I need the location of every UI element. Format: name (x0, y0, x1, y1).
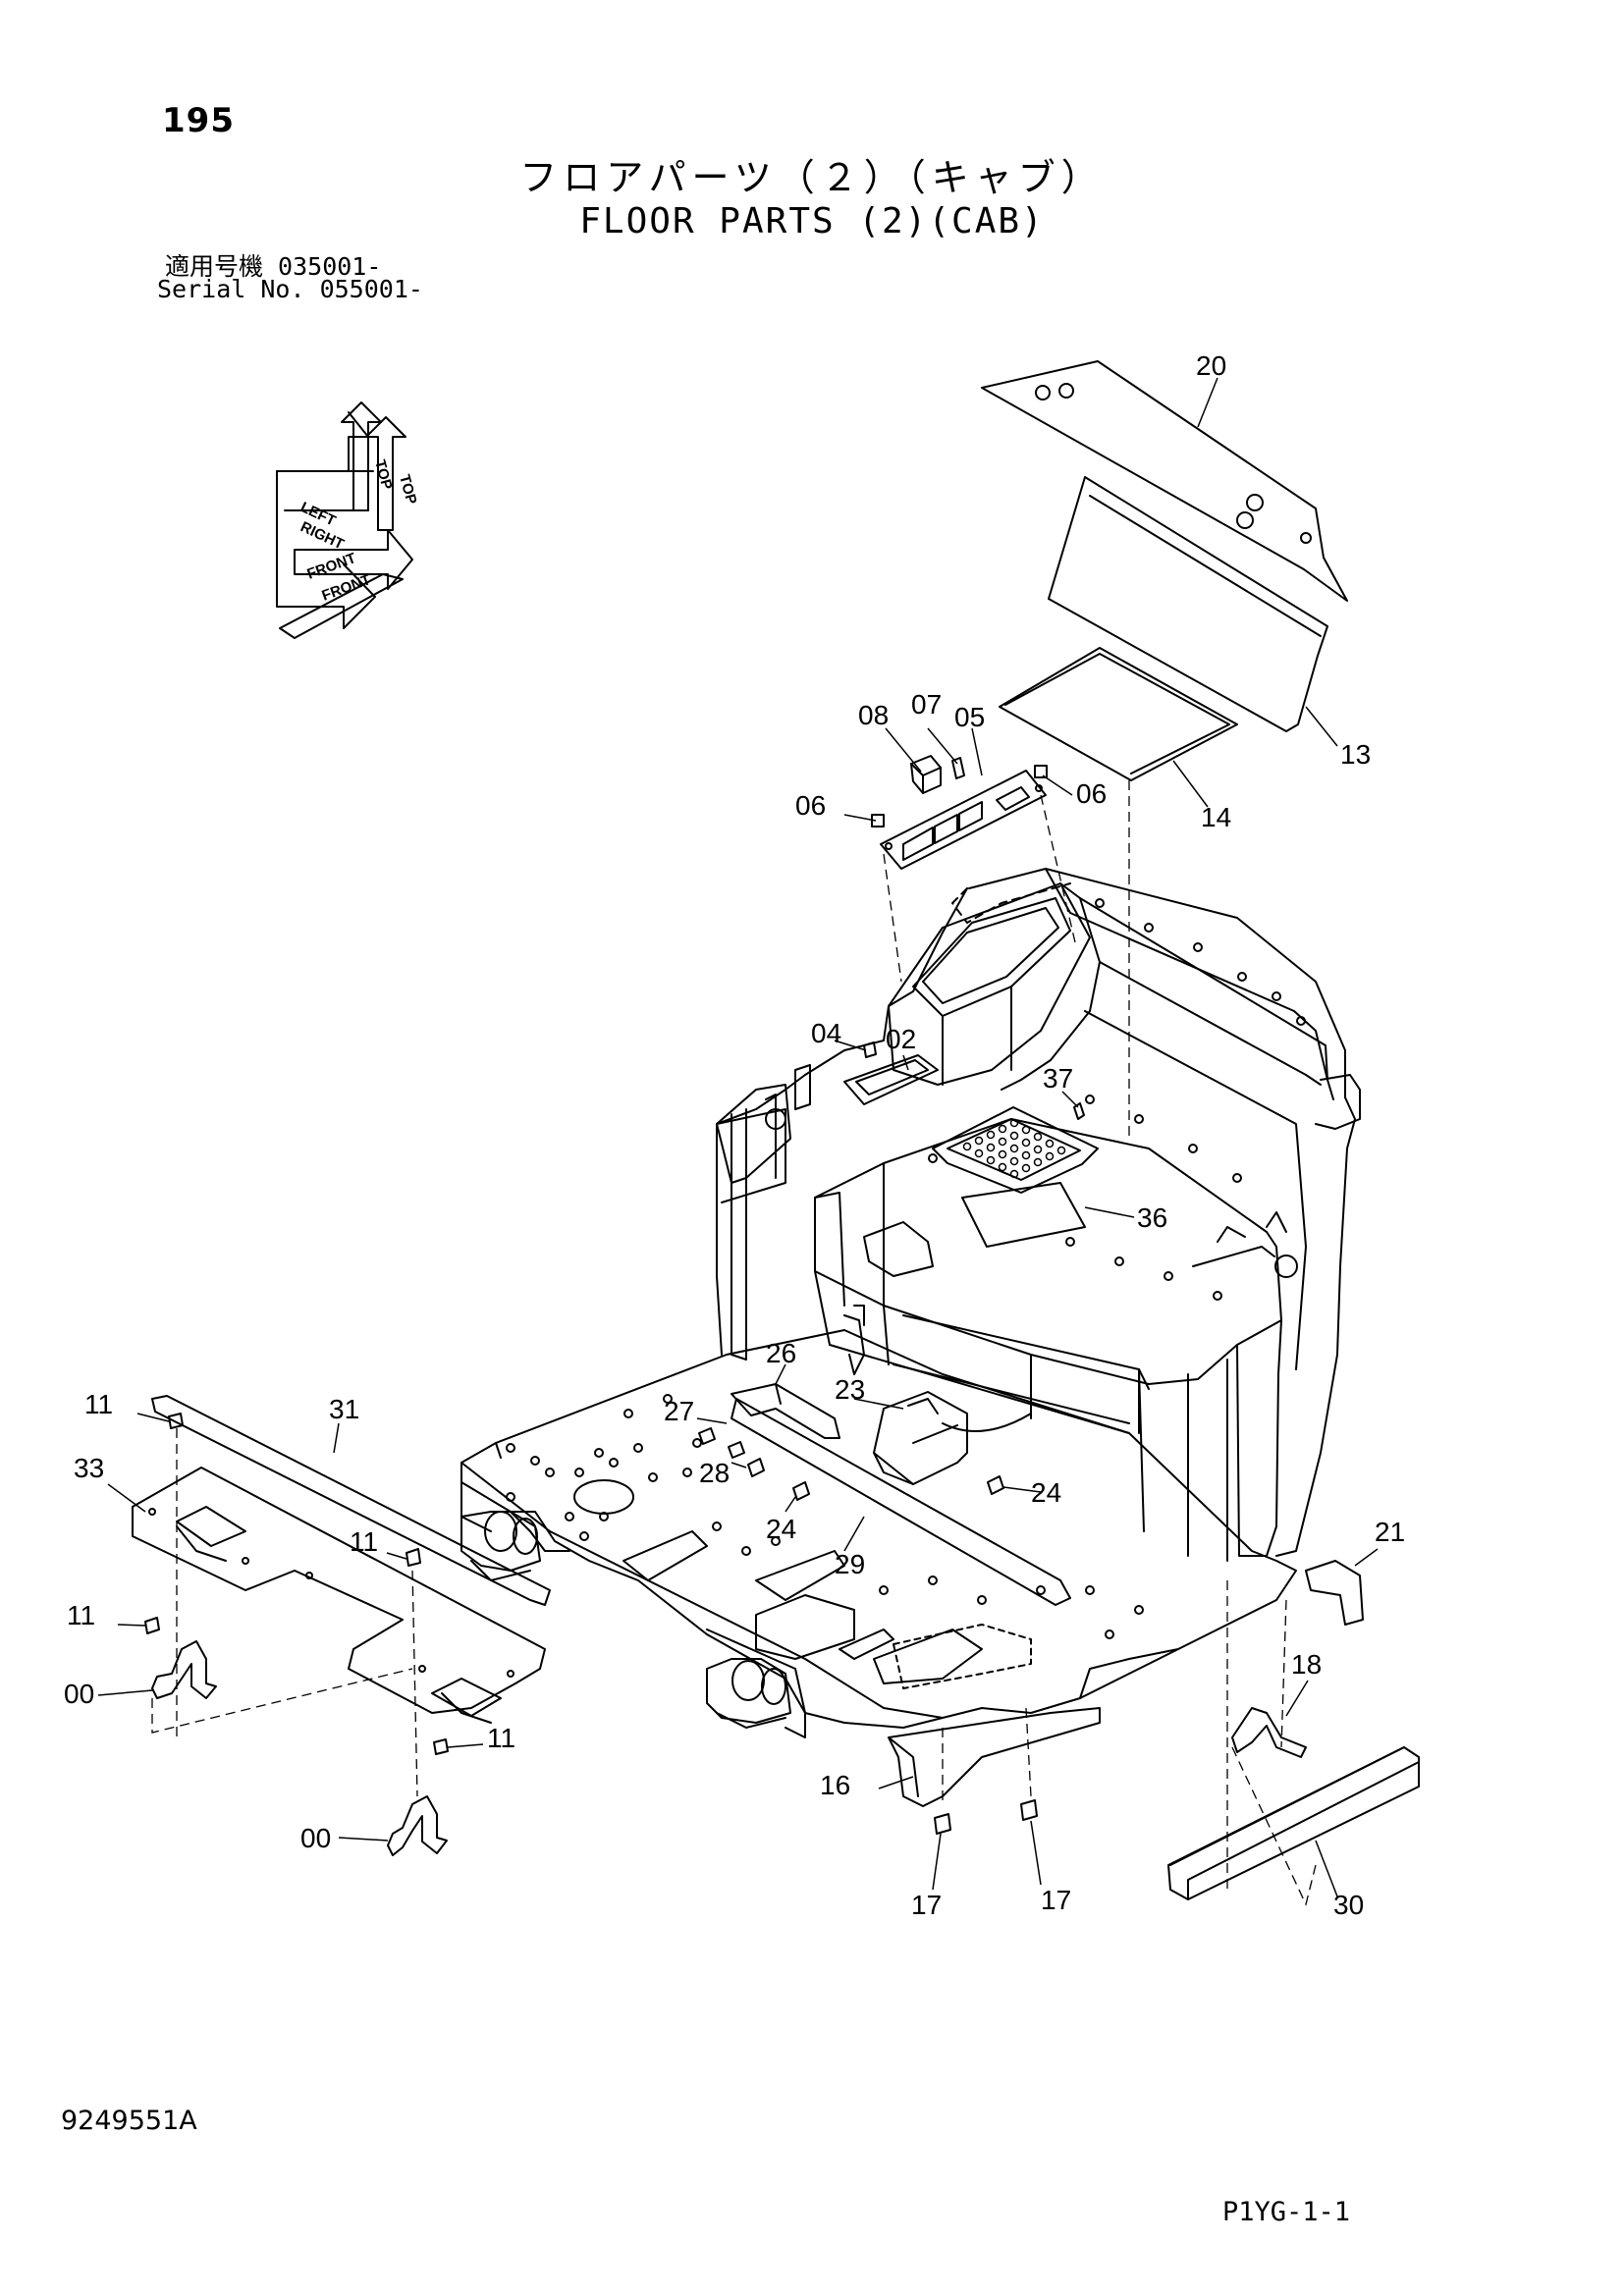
part-36-grille (932, 1106, 1099, 1194)
callout-11-middle: 11 (350, 1526, 378, 1557)
part-33-bracket-plate (132, 1467, 546, 1724)
title-japanese: フロアパーツ（２）（キャブ） (519, 156, 1105, 199)
part-29-rod (731, 1398, 1071, 1606)
callout-11-top: 11 (84, 1389, 113, 1419)
callout-26: 26 (766, 1338, 796, 1368)
title-english: FLOOR PARTS (2)(CAB) (579, 201, 1045, 241)
part-37-screw (1073, 1102, 1085, 1120)
callout-33: 33 (74, 1453, 104, 1483)
callout-18: 18 (1291, 1649, 1322, 1680)
part-26-bracket (731, 1383, 840, 1439)
serial-number: Serial No. 055001- (157, 275, 423, 303)
part-21-pad (1305, 1560, 1364, 1626)
part-00-clamps (151, 1640, 448, 1856)
callout-27: 27 (664, 1396, 694, 1426)
grille-holes (962, 1118, 1066, 1179)
callout-30: 30 (1333, 1890, 1364, 1920)
part-20-plate (981, 360, 1348, 602)
part-28-bolt (728, 1441, 745, 1459)
callout-11-left: 11 (67, 1600, 95, 1630)
callout-00-top: 00 (64, 1679, 94, 1709)
cab-floor-frame (716, 868, 1361, 1562)
page-reference: P1YG-1-1 (1222, 2197, 1351, 2227)
part-02-cover (843, 1054, 939, 1105)
callout-36: 36 (1137, 1202, 1167, 1233)
part-08-switch (910, 755, 942, 794)
orientation-indicator (276, 401, 413, 639)
callout-14: 14 (1201, 802, 1231, 832)
callout-06-right: 06 (1076, 778, 1107, 809)
part-07-clip (951, 757, 965, 779)
callout-05: 05 (954, 702, 985, 732)
part-18-clamp (1231, 1707, 1307, 1758)
callout-00-bottom: 00 (300, 1823, 331, 1853)
callout-24-right: 24 (1031, 1477, 1061, 1508)
callout-06-left: 06 (795, 790, 826, 821)
callout-07: 07 (911, 689, 942, 720)
orient-top-label-2: TOP (396, 473, 419, 507)
page-number: 195 (162, 101, 235, 140)
callout-37: 37 (1043, 1063, 1073, 1094)
part-17-bolts (934, 1799, 1038, 1835)
part-23-plate (873, 1391, 968, 1485)
part-30-beam (1167, 1746, 1420, 1900)
callout-13: 13 (1340, 739, 1371, 770)
callout-31: 31 (329, 1394, 359, 1424)
callout-28: 28 (699, 1458, 730, 1488)
callout-17-left: 17 (911, 1890, 942, 1920)
callout-08: 08 (858, 700, 889, 730)
orient-top-label-1: TOP (371, 458, 395, 492)
callout-04: 04 (811, 1018, 841, 1048)
serial-applicable: 適用号機 035001- (165, 252, 382, 281)
cab-mount-front-left (706, 1658, 791, 1729)
cab-left-post (716, 1084, 791, 1361)
part-31-strip (151, 1395, 551, 1606)
part-05-switch-panel (880, 770, 1047, 870)
callout-23: 23 (835, 1374, 865, 1405)
callout-16: 16 (820, 1770, 850, 1800)
part-04-screw (863, 1041, 877, 1058)
floor-base-plate (460, 1329, 1297, 1729)
callout-21: 21 (1375, 1517, 1405, 1547)
callout-02: 02 (886, 1024, 916, 1054)
callout-11-bottom: 11 (487, 1723, 515, 1753)
part-24-bolts (747, 1458, 1004, 1501)
part-27-bolt (698, 1427, 716, 1445)
part-14-mat (999, 647, 1238, 781)
part-16-bracket (888, 1707, 1101, 1807)
part-11-bolts (144, 1413, 449, 1755)
callout-20: 20 (1196, 350, 1226, 381)
part-13-cover (1048, 476, 1328, 732)
callout-17-right: 17 (1041, 1885, 1071, 1915)
document-number: 9249551A (61, 2106, 197, 2136)
callout-24-left: 24 (766, 1514, 796, 1544)
callout-29: 29 (835, 1549, 865, 1579)
